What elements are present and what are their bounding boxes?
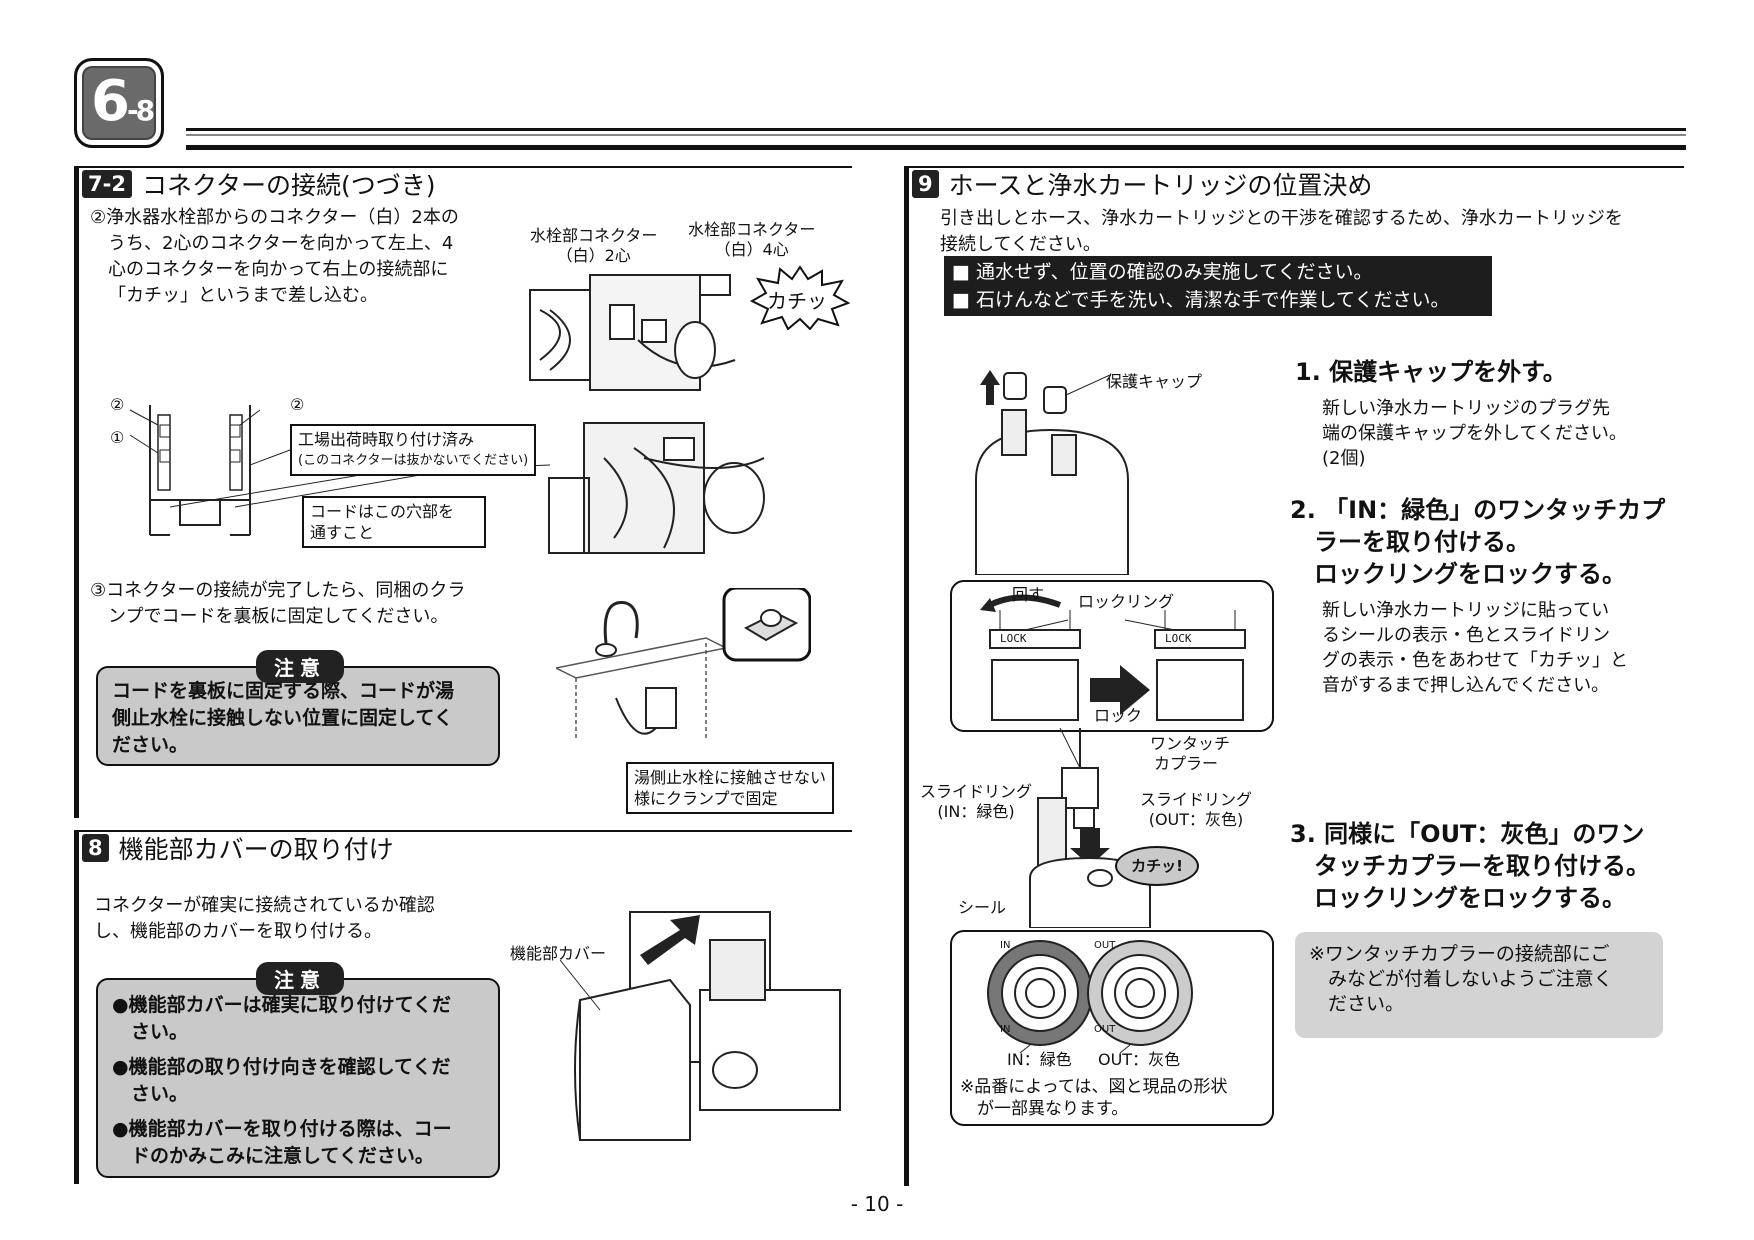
- sec72-heading: 7-2 コネクターの接続(つづき): [82, 166, 435, 202]
- cartridge-top-illustration: [975, 370, 1129, 575]
- lockring-label: ロックリング: [1078, 592, 1175, 611]
- step2-heading: 2. 「IN：緑色」のワンタッチカプ ラーを取り付ける。 ロックリングをロックす…: [1290, 496, 1666, 588]
- unit-illustration: [548, 422, 765, 554]
- sec8-caution-box: ●機能部カバーは確実に取り付けてくだ さい。 ●機能部の取り付け向きを確認してく…: [96, 978, 500, 1178]
- mark-2-right: ②: [290, 395, 305, 414]
- factory-installed-box: 工場出荷時取り付け済み (このコネクターは抜かないでください): [290, 424, 537, 476]
- label-2pin-connector: 水栓部コネクター（白）2心: [530, 226, 658, 265]
- sec72-number: 7-2: [82, 170, 132, 198]
- out-color-label: OUT：灰色: [1098, 1050, 1181, 1069]
- lock-label: ロック: [1094, 706, 1143, 725]
- sec9-number: 9: [912, 170, 939, 198]
- lockring-illustration: [980, 594, 1246, 721]
- sec9-note: ※ワンタッチカプラーの接続部にご みなどが付着しないようご注意く ださい。: [1295, 932, 1663, 1038]
- step1-heading: 1. 保護キャップを外す。: [1295, 358, 1567, 386]
- sec9-title: ホースと浄水カートリッジの位置決め: [948, 171, 1373, 200]
- mark-2-left: ②: [110, 395, 125, 414]
- header-rule: [186, 128, 1686, 150]
- sec72-title: コネクターの接続(つづき): [141, 171, 436, 200]
- in-text-top: IN: [1000, 940, 1011, 951]
- sec8-title: 機能部カバーの取り付け: [118, 835, 394, 864]
- click-bubble: カチッ!: [1115, 846, 1199, 886]
- sec8-side-bar: [74, 830, 79, 1184]
- sec8-heading: 8 機能部カバーの取り付け: [82, 830, 394, 866]
- slide-out-label: スライドリング(OUT：灰色): [1140, 790, 1253, 829]
- sec8-text: コネクターが確実に接続されているか確認し、機能部のカバーを取り付ける。: [94, 895, 435, 942]
- click-text: カチッ: [767, 289, 827, 313]
- sec72-top-line: [74, 166, 852, 168]
- in-text-bottom: IN: [1000, 1024, 1011, 1035]
- page-number: - 10 -: [850, 1192, 904, 1216]
- sec8-caution-tag: 注意: [256, 962, 344, 995]
- step2-text: 新しい浄水カートリッジに貼っているシールの表示・色とスライドリングの表示・色をあ…: [1322, 600, 1628, 696]
- rotate-label: 回す: [1012, 585, 1045, 604]
- click-burst: [750, 265, 850, 330]
- figure-note: ※品番によっては、図と現品の形状 が一部異なります。: [960, 1077, 1228, 1119]
- step1-text: 新しい浄水カートリッジのプラグ先端の保護キャップを外してください。(2個): [1322, 398, 1627, 469]
- out-text-bottom: OUT: [1094, 1024, 1116, 1035]
- label-4pin-connector: 水栓部コネクター（白）4心: [688, 220, 816, 259]
- connector-illustration: [529, 274, 736, 391]
- sec72-caution-tag: 注意: [256, 650, 344, 683]
- sec72-caution-text: コードを裏板に固定する際、コードが湯側止水栓に接触しない位置に固定してください。: [112, 680, 455, 756]
- coupler-label: ワンタッチカプラー: [1150, 734, 1231, 773]
- seal-label: シール: [958, 898, 1007, 917]
- sec8-caution-text: ●機能部カバーは確実に取り付けてくだ さい。 ●機能部の取り付け向きを確認してく…: [112, 994, 452, 1167]
- cap-label: 保護キャップ: [1106, 372, 1203, 391]
- sec72-step3: ③コネクターの接続が完了したら、同梱のクラ ンプでコードを裏板に固定してください…: [90, 580, 466, 627]
- clamp-box: 湯側止水栓に接触させない様にクランプで固定: [626, 762, 835, 814]
- cord-hole-box: コードはこの穴部を 通すこと: [302, 496, 486, 548]
- cover-label: 機能部カバー: [510, 944, 607, 963]
- lock-text-left: LOCK: [1000, 632, 1027, 645]
- chip-number: 6-8: [91, 69, 155, 134]
- cover-illustration: [560, 911, 841, 1141]
- sec9-warning-box: ■ 通水せず、位置の確認のみ実施してください。■ 石けんなどで手を洗い、清潔な手…: [944, 256, 1492, 316]
- ports-illustration: [987, 940, 1193, 1054]
- section-chip: 6-8: [74, 58, 164, 148]
- lock-text-right: LOCK: [1165, 632, 1192, 645]
- in-color-label: IN：緑色: [1007, 1050, 1072, 1069]
- sec9-side-bar: [904, 166, 909, 1186]
- faucet-illustration: [556, 588, 811, 738]
- coupler-illustration: [1029, 728, 1151, 928]
- sec72-side-bar: [74, 166, 79, 818]
- mark-1-left: ①: [110, 428, 125, 447]
- sec8-top-line: [74, 830, 852, 832]
- sec8-number: 8: [82, 834, 109, 862]
- slide-in-label: スライドリング(IN：緑色): [920, 782, 1033, 821]
- sec72-step2: ②浄水器水栓部からのコネクター（白）2本の うち、2心のコネクターを向かって左上…: [90, 207, 459, 306]
- step3-heading: 3. 同様に「OUT：灰色」のワン タッチカプラーを取り付ける。 ロックリングを…: [1290, 820, 1650, 912]
- out-text-top: OUT: [1094, 940, 1116, 951]
- sec9-top-line: [904, 166, 1684, 168]
- sec9-intro: 引き出しとホース、浄水カートリッジとの干渉を確認するため、浄水カートリッジを接続…: [940, 208, 1623, 255]
- sec9-heading: 9 ホースと浄水カートリッジの位置決め: [912, 166, 1372, 202]
